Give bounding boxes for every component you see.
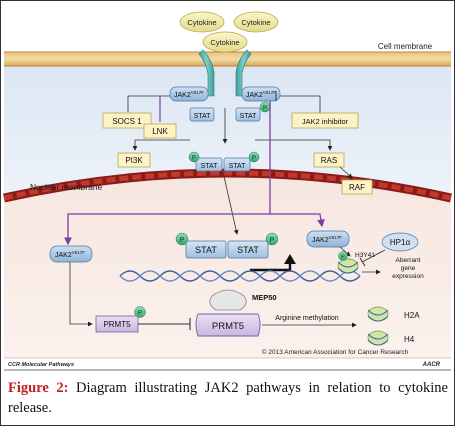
svg-text:P: P: [138, 311, 142, 317]
svg-text:STAT: STAT: [229, 163, 247, 170]
svg-text:expression: expression: [392, 273, 424, 280]
svg-text:STAT: STAT: [201, 163, 219, 170]
svg-text:RAF: RAF: [349, 183, 365, 192]
stat-right: STAT: [235, 107, 261, 122]
svg-text:PRMT5: PRMT5: [103, 320, 131, 329]
mep50: MEP50: [209, 289, 277, 311]
dna-helix: [119, 270, 361, 282]
cytokine-bound: Cytokine: [202, 31, 248, 53]
svg-text:P: P: [270, 237, 275, 244]
footer-source: CCR Molecular Pathways: [8, 362, 74, 368]
jak2-nuclear-right: JAK2V617F: [306, 230, 350, 248]
socs1-box: SOCS 1: [102, 112, 152, 129]
prmt5-complex: PRMT5: [195, 313, 261, 337]
stat-dimer-nucleus: STAT STAT P P: [175, 232, 279, 259]
caption-text: Diagram illustrating JAK2 pathways in re…: [8, 380, 448, 416]
aberrant-label: Aberrant gene expression: [392, 257, 424, 280]
lnk-box: LNK: [143, 123, 177, 139]
jak2-left: JAK2V617F: [169, 86, 209, 102]
copyright-text: © 2013 American Association for Cancer R…: [262, 348, 409, 356]
hp1-alpha: HP1α: [381, 232, 419, 252]
jak2-right: JAK2V617F: [241, 86, 281, 102]
svg-text:LNK: LNK: [152, 127, 168, 136]
svg-text:JAK2 inhibitor: JAK2 inhibitor: [302, 117, 349, 126]
h3y41-label: H3Y41: [355, 252, 375, 259]
raf-box: RAF: [341, 179, 373, 195]
figure-footer: CCR Molecular Pathways © 2013 American A…: [4, 348, 451, 368]
svg-text:Cytokine: Cytokine: [210, 38, 239, 47]
cell-membrane-label: Cell membrane: [378, 42, 433, 51]
svg-text:MEP50: MEP50: [252, 293, 277, 302]
svg-text:STAT: STAT: [195, 245, 217, 255]
svg-text:HP1α: HP1α: [390, 238, 411, 247]
svg-text:JAK2V617F: JAK2V617F: [312, 235, 342, 244]
histone-h2a: H2A: [367, 306, 420, 322]
jak2-nuclear-left: JAK2V617F: [49, 245, 93, 263]
jak2-inhibitor-box: JAK2 inhibitor: [291, 112, 359, 129]
svg-text:PRMT5: PRMT5: [212, 321, 244, 332]
stat-left: STAT: [189, 107, 215, 122]
stat-dimer-cytoplasm: STAT STAT P P: [188, 151, 260, 172]
svg-text:JAK2V617F: JAK2V617F: [246, 90, 276, 99]
nuclear-membrane-label: Nuclear membrane: [30, 182, 103, 192]
svg-text:STAT: STAT: [194, 113, 212, 120]
prmt5-phospho-box: PRMT5 P: [95, 306, 146, 333]
svg-text:P: P: [192, 156, 196, 162]
svg-text:Cytokine: Cytokine: [241, 18, 270, 27]
figure-label: Figure 2:: [8, 380, 69, 396]
svg-text:Cytokine: Cytokine: [187, 18, 216, 27]
svg-text:JAK2V617F: JAK2V617F: [174, 90, 204, 99]
nuclear-membrane: Nuclear membrane: [3, 168, 452, 203]
svg-text:H4: H4: [404, 335, 415, 344]
arginine-methylation-label: Arginine methylation: [275, 315, 339, 322]
svg-text:PI3K: PI3K: [125, 156, 143, 165]
aacr-logo: AACR: [422, 362, 441, 368]
svg-text:STAT: STAT: [237, 245, 259, 255]
phospho-p: P: [259, 101, 271, 113]
figure-caption: Figure 2: Diagram illustrating JAK2 path…: [8, 378, 448, 418]
svg-text:H2A: H2A: [404, 311, 420, 320]
svg-text:gene: gene: [401, 265, 416, 272]
svg-text:P: P: [180, 237, 185, 244]
cytokine: Cytokine: [233, 11, 279, 33]
ras-box: RAS: [313, 152, 345, 168]
svg-text:STAT: STAT: [240, 113, 258, 120]
svg-text:P: P: [341, 255, 345, 261]
histone-h4: H4: [367, 330, 415, 346]
pi3k-box: PI3K: [117, 152, 151, 168]
svg-text:P: P: [252, 156, 256, 162]
svg-text:JAK2V617F: JAK2V617F: [55, 250, 85, 259]
nucleosome: P: [337, 251, 359, 274]
svg-text:Aberrant: Aberrant: [396, 257, 421, 264]
svg-text:RAS: RAS: [321, 156, 337, 165]
svg-text:SOCS 1: SOCS 1: [112, 117, 142, 126]
cytokine: Cytokine: [179, 11, 225, 33]
svg-text:P: P: [263, 106, 267, 112]
